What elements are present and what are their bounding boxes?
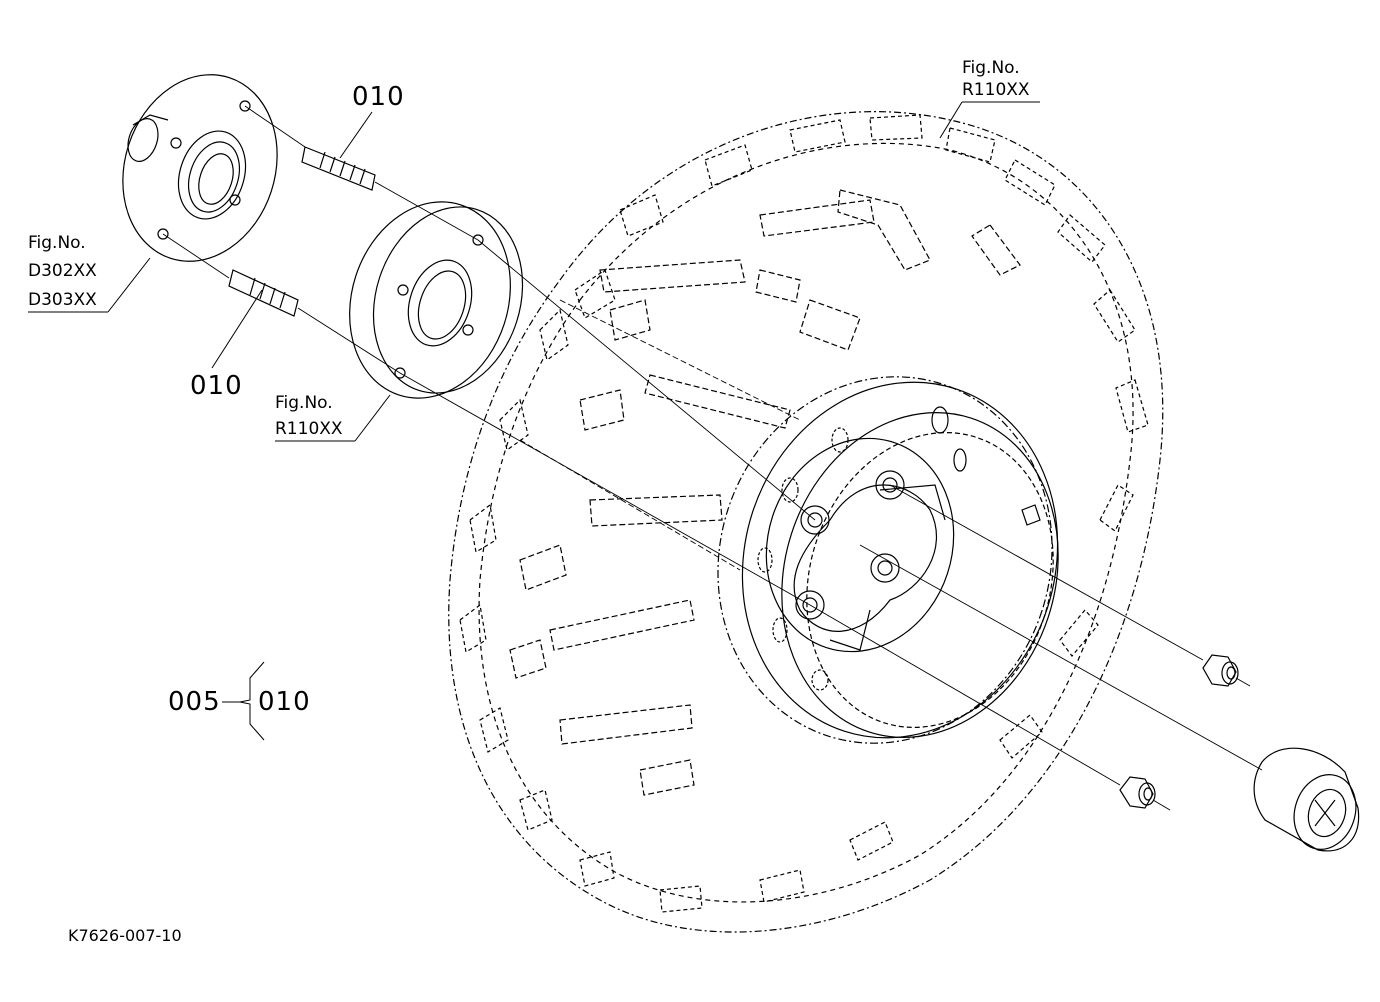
- valve-stem: [1022, 505, 1040, 525]
- spacer-disc: [325, 181, 546, 419]
- lug-nut-lower: [1120, 777, 1155, 808]
- callout-left-code-2: D303XX: [28, 290, 97, 310]
- callout-left-fig: Fig.No.: [28, 233, 86, 253]
- wheel-stud-upper: [302, 147, 375, 190]
- tread-blocks: [460, 115, 1148, 912]
- tire: [449, 112, 1163, 932]
- callout-top-right-fig: Fig.No.: [962, 58, 1020, 78]
- center-plate: [794, 485, 936, 631]
- callout-mid-fig: Fig.No.: [275, 393, 333, 413]
- callout-stud-upper: 010: [352, 82, 405, 112]
- assembly-parent-number: 005: [168, 687, 221, 717]
- callout-leaders: [28, 102, 1040, 740]
- tread-lugs: [510, 190, 1020, 795]
- wheel-stud-lower: [229, 270, 298, 316]
- callout-left-code-1: D302XX: [28, 261, 97, 281]
- wheel-rim: [671, 333, 1103, 787]
- callout-mid-code: R110XX: [275, 419, 343, 439]
- wheel-hub: [99, 54, 300, 281]
- drawing-code: K7626-007-10: [68, 926, 182, 945]
- rim-holes: [758, 407, 966, 690]
- callout-top-right-code: R110XX: [962, 80, 1030, 100]
- lug-nut-upper: [1203, 655, 1238, 686]
- center-cap: [1254, 748, 1365, 857]
- alignment-lines: [163, 106, 1262, 810]
- assembly-child-number: 010: [258, 687, 311, 717]
- callout-stud-lower: 010: [190, 371, 243, 401]
